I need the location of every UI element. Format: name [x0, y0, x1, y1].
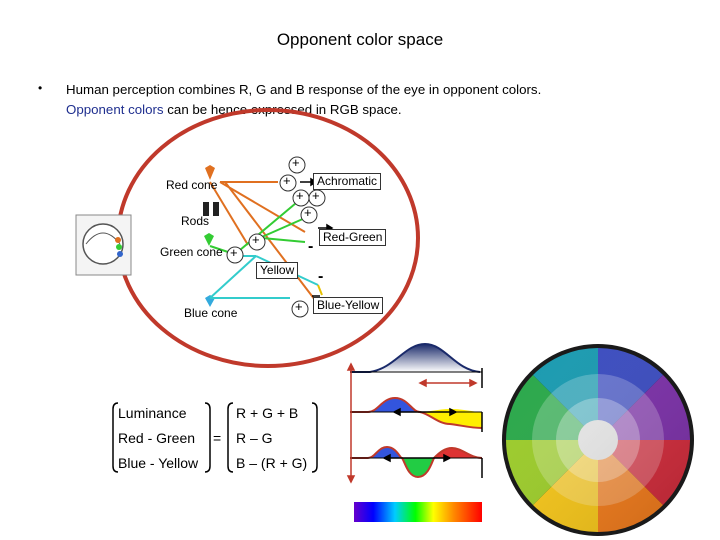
eq-right-row-2: R – G [236, 430, 273, 446]
green-cone-label: Green cone [160, 245, 223, 259]
plus-sign: + [312, 188, 320, 203]
achromatic-label: Achromatic [313, 173, 382, 190]
red-green-curve [350, 396, 483, 429]
plus-sign: + [304, 205, 312, 220]
red-cone-icon [205, 165, 215, 180]
plus-sign: + [230, 245, 238, 260]
blue-yellow-curve [350, 445, 483, 479]
eq-left-row-2: Red - Green [118, 430, 196, 446]
rod-bar-right [213, 202, 219, 216]
bullet-line-1: Human perception combines R, G and B res… [66, 82, 542, 97]
plus-sign: + [292, 155, 300, 170]
plus-sign: + [296, 188, 304, 203]
luminance-curve [350, 342, 482, 373]
eq-right-row-1: R + G + B [236, 405, 299, 421]
eq-left-row-1: Luminance [118, 405, 187, 421]
eye-icon [75, 214, 132, 276]
plus-sign: + [252, 232, 260, 247]
range-arrows-red [346, 362, 478, 484]
red-cone-label: Red cone [166, 178, 218, 192]
rod-bar-left [203, 202, 209, 216]
plus-sign: + [295, 299, 303, 314]
spectrum-bar [354, 502, 482, 522]
eq-left-row-3: Blue - Yellow [118, 455, 199, 471]
plus-sign: + [283, 173, 291, 188]
rods-label: Rods [181, 214, 210, 228]
yellow-label: Yellow [256, 262, 299, 279]
yellow-pathway [317, 284, 323, 296]
minus-sign: - [308, 238, 314, 255]
blue-yellow-label: Blue-Yellow [313, 297, 384, 314]
minus-sign: - [318, 268, 324, 285]
range-arrows [382, 407, 458, 463]
red-green-label: Red-Green [319, 229, 387, 246]
green-cone-icon [204, 233, 214, 246]
blue-cone-label: Blue cone [184, 306, 238, 320]
eq-right-row-3: B – (R + G) [236, 455, 308, 471]
bullet-marker: • [38, 81, 43, 95]
opponent-colors-highlight: Opponent colors [66, 102, 164, 117]
slide-title: Opponent color space [276, 30, 444, 49]
eq-equals: = [213, 430, 222, 446]
equation-brackets [112, 402, 318, 473]
plus-circles [226, 156, 326, 318]
color-wheel [502, 344, 694, 536]
